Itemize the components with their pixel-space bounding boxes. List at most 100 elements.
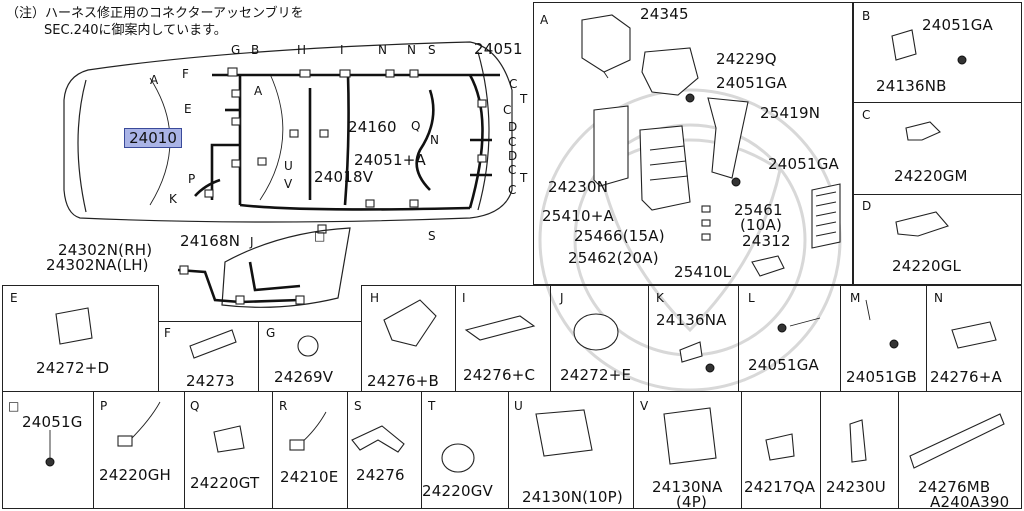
part-24210e[interactable]: 24210E <box>280 468 339 486</box>
part-24345[interactable]: 24345 <box>640 5 689 23</box>
ref-letter-a-2: A <box>254 84 263 98</box>
part-25410l[interactable]: 25410L <box>674 263 732 281</box>
ref-letter-p: P <box>188 172 196 186</box>
part-24051ga-l[interactable]: 24051GA <box>748 356 820 374</box>
part-24051ga-b[interactable]: 24051GA <box>922 16 994 34</box>
part-24276[interactable]: 24276 <box>356 466 405 484</box>
part-24220gv[interactable]: 24220GV <box>422 482 494 500</box>
ref-letter-n-2: N <box>407 43 416 57</box>
ref-letter-q: Q <box>411 119 421 133</box>
part-25461[interactable]: 25461 <box>734 201 783 219</box>
ref-letter-c-3: C <box>508 135 517 149</box>
cell-c-letter: C <box>862 108 871 122</box>
part-24273[interactable]: 24273 <box>186 372 235 390</box>
part-24136nb[interactable]: 24136NB <box>876 77 947 95</box>
row3-part-artwork <box>45 401 1005 473</box>
ref-letter-b-top: B <box>251 43 260 57</box>
part-24018v[interactable]: 24018V <box>314 168 374 186</box>
part-24051gb[interactable]: 24051GB <box>846 368 918 386</box>
note-line-2: SEC.240に御案内しています。 <box>44 23 227 38</box>
part-24272-plus-e[interactable]: 24272+E <box>560 366 632 384</box>
cell-a-artwork <box>581 14 841 277</box>
part-24051ga-a1[interactable]: 24051GA <box>716 74 788 92</box>
part-24130na-pins: (4P) <box>676 493 708 511</box>
part-25462-20a[interactable]: 25462(20A) <box>568 249 659 267</box>
ref-letter-a: A <box>150 73 159 87</box>
part-24217qa[interactable]: 24217QA <box>744 478 816 496</box>
cell-m-letter: M <box>850 291 861 305</box>
ref-letter-k: K <box>169 192 177 206</box>
ref-letter-s-bottom: S <box>428 229 436 243</box>
part-24220gm[interactable]: 24220GM <box>894 167 968 185</box>
cell-n-letter: N <box>934 291 943 305</box>
ref-letter-u: U <box>284 159 293 173</box>
ref-letter-c-4: C <box>508 163 517 177</box>
part-24220gt[interactable]: 24220GT <box>190 474 260 492</box>
part-24230n[interactable]: 24230N <box>548 178 609 196</box>
part-24051[interactable]: 24051 <box>474 40 523 58</box>
cell-d <box>853 194 1022 285</box>
part-24168n[interactable]: 24168N <box>180 232 241 250</box>
part-24229q[interactable]: 24229Q <box>716 50 777 68</box>
cell-x3 <box>898 391 1022 509</box>
ref-letter-d-2: D <box>508 149 518 163</box>
part-24130n-10p[interactable]: 24130N(10P) <box>522 488 623 506</box>
harness-connectors <box>204 67 487 234</box>
cell-s-letter: S <box>354 399 362 413</box>
part-24051g[interactable]: 24051G <box>22 413 83 431</box>
ref-letter-square: □ <box>314 229 326 243</box>
cell-j-letter: J <box>560 291 564 305</box>
part-24230u[interactable]: 24230U <box>826 478 886 496</box>
cell-p-letter: P <box>100 399 108 413</box>
part-24302na-lh[interactable]: 24302NA(LH) <box>46 256 149 274</box>
ref-letter-c-5: C <box>508 183 517 197</box>
cell-q-letter: Q <box>190 399 200 413</box>
ref-letter-t-1: T <box>520 92 528 106</box>
cell-e-letter: E <box>10 291 18 305</box>
cell-g-letter: G <box>266 326 276 340</box>
cell-a <box>533 2 853 285</box>
part-24302n-rh[interactable]: 24302N(RH) <box>58 241 153 259</box>
part-24160[interactable]: 24160 <box>348 118 397 136</box>
ref-letter-h: H <box>297 43 307 57</box>
cell-square-letter: □ <box>8 399 20 413</box>
part-24276mb[interactable]: 24276MB <box>918 478 991 496</box>
ref-letter-c-2: C <box>503 103 512 117</box>
part-24272-plus-d[interactable]: 24272+D <box>36 359 110 377</box>
part-25410-plus-a[interactable]: 25410+A <box>542 207 614 225</box>
cell-h-letter: H <box>370 291 380 305</box>
ref-letter-v: V <box>284 177 293 191</box>
ref-letter-j: J <box>250 235 254 249</box>
part-24051-plus-a[interactable]: 24051+A <box>354 151 426 169</box>
part-24220gl[interactable]: 24220GL <box>892 257 962 275</box>
ref-letter-s-top: S <box>428 43 436 57</box>
part-25466-15a[interactable]: 25466(15A) <box>574 227 665 245</box>
ref-letter-n-3: N <box>430 133 439 147</box>
part-24269v[interactable]: 24269V <box>274 368 334 386</box>
cell-v-letter: V <box>640 399 649 413</box>
diagram-code: A240A390 <box>930 493 1010 511</box>
cell-f-letter: F <box>164 326 171 340</box>
cell-d-letter: D <box>862 199 872 213</box>
cell-i-letter: I <box>462 291 466 305</box>
highlighted-part-number[interactable]: 24010 <box>124 128 182 148</box>
ref-letter-c-1: C <box>509 77 518 91</box>
part-24051ga-a2[interactable]: 24051GA <box>768 155 840 173</box>
part-24276-plus-a[interactable]: 24276+A <box>930 368 1002 386</box>
part-25419n[interactable]: 25419N <box>760 104 821 122</box>
ref-letter-g: G <box>231 43 241 57</box>
row2-part-artwork <box>55 299 997 373</box>
cell-t-letter: T <box>428 399 436 413</box>
part-24130na[interactable]: 24130NA <box>652 478 723 496</box>
cell-l-letter: L <box>748 291 755 305</box>
cell-a-letter: A <box>540 13 549 27</box>
cell-r-letter: R <box>279 399 288 413</box>
part-24276-plus-c[interactable]: 24276+C <box>463 366 536 384</box>
ref-letter-n-1: N <box>378 43 387 57</box>
part-24220gh[interactable]: 24220GH <box>99 466 172 484</box>
part-24276-plus-b[interactable]: 24276+B <box>367 372 439 390</box>
part-24312[interactable]: 24312 <box>742 232 791 250</box>
ref-letter-e: E <box>184 102 192 116</box>
part-24136na[interactable]: 24136NA <box>656 311 727 329</box>
ref-letter-f: F <box>182 67 189 81</box>
